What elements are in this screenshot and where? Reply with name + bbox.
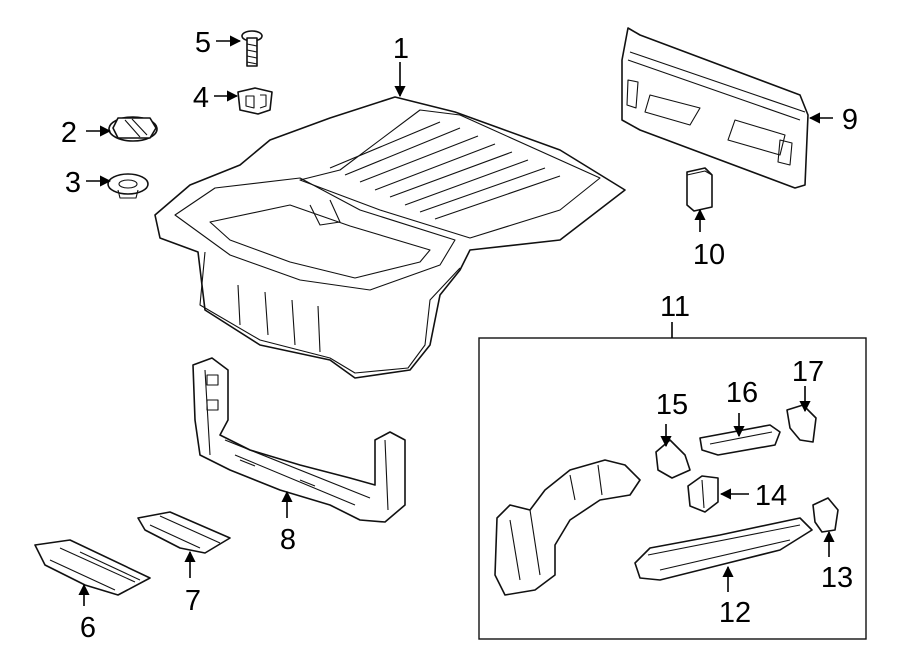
callout-16: 16 (726, 377, 758, 409)
callout-12: 12 (719, 597, 751, 629)
bracket-part-17 (786, 404, 817, 443)
bracket-part-13 (812, 497, 839, 533)
block-part (686, 167, 713, 212)
callout-2: 2 (61, 117, 77, 149)
callout-1: 1 (393, 33, 409, 65)
rail-part-12 (634, 517, 813, 581)
floor-pan-part (154, 96, 626, 379)
grommet-part (107, 173, 149, 199)
bolt-part (241, 30, 263, 67)
callout-15: 15 (656, 389, 688, 421)
callout-8: 8 (280, 524, 296, 556)
callout-7: 7 (185, 585, 201, 617)
callout-14: 14 (755, 480, 787, 512)
bracket-part-16 (699, 424, 781, 456)
bracket-part-15 (655, 439, 691, 479)
rail-part-7 (137, 511, 231, 554)
bracket-clip-part (237, 87, 273, 115)
callout-9: 9 (842, 104, 858, 136)
callout-4: 4 (193, 82, 209, 114)
crossmember-part (192, 357, 406, 523)
rail-part-6 (34, 539, 151, 596)
callout-10: 10 (693, 239, 725, 271)
callout-6: 6 (80, 612, 96, 644)
callout-11: 11 (660, 291, 690, 323)
rail-assembly-part (494, 459, 641, 596)
bracket-part-14 (687, 475, 719, 513)
back-panel-part (621, 27, 809, 189)
callout-13: 13 (821, 562, 853, 594)
callout-5: 5 (195, 27, 211, 59)
callout-3: 3 (65, 167, 81, 199)
callout-17: 17 (792, 356, 824, 388)
cap-part (108, 116, 158, 142)
